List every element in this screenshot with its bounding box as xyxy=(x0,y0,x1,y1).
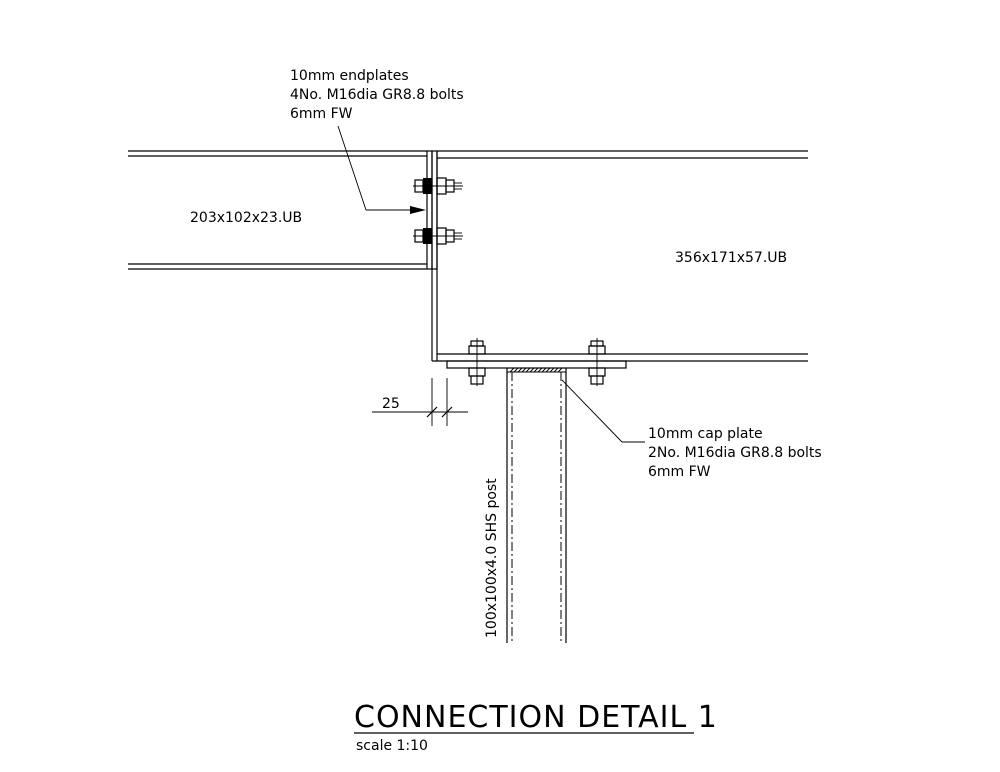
capplate-note-leader xyxy=(561,379,645,443)
endplate-note-line3: 6mm FW xyxy=(290,106,353,122)
capplate-note-line1: 10mm cap plate xyxy=(648,426,763,442)
endplate-note-leader xyxy=(337,125,426,214)
drawing-title: CONNECTION DETAIL 1 xyxy=(354,700,718,735)
capplate-bolt-right xyxy=(588,338,606,386)
secondary-beam-label: 203x102x23.UB xyxy=(190,210,302,226)
secondary-beam xyxy=(128,150,427,270)
capplate-note-line2: 2No. M16dia GR8.8 bolts xyxy=(648,445,822,461)
capplate-note-line3: 6mm FW xyxy=(648,464,711,480)
end-plates xyxy=(426,150,438,270)
main-beam-label: 356x171x57.UB xyxy=(675,250,787,266)
endplate-note-line2: 4No. M16dia GR8.8 bolts xyxy=(290,87,464,103)
post-label: 100x100x4.0 SHS post xyxy=(484,478,500,638)
endplate-bolt-upper xyxy=(413,177,463,195)
shs-post xyxy=(506,368,567,643)
capplate-bolt-left xyxy=(468,338,486,386)
endplate-note-line1: 10mm endplates xyxy=(290,68,409,84)
drawing-scale: scale 1:10 xyxy=(356,738,428,754)
fillet-weld xyxy=(507,367,566,373)
cap-plate xyxy=(446,360,627,373)
endplate-bolt-lower xyxy=(413,227,463,245)
dimension-text: 25 xyxy=(382,396,400,412)
dimension-25: 25 xyxy=(372,378,468,426)
